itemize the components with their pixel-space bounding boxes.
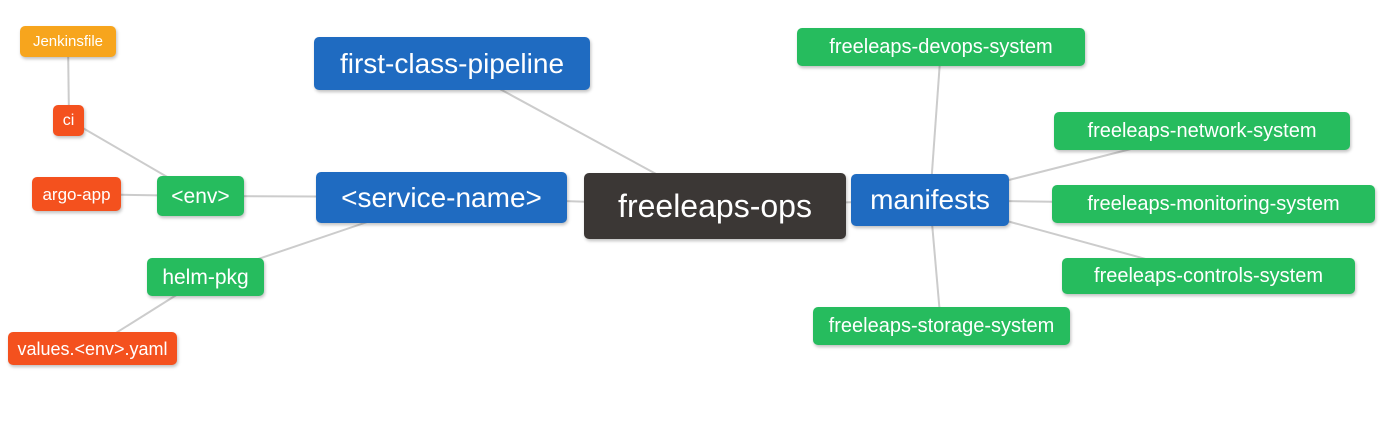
- node-jenkinsfile[interactable]: Jenkinsfile: [20, 26, 116, 57]
- node-freeleaps-monitoring-system[interactable]: freeleaps-monitoring-system: [1052, 185, 1375, 223]
- node-freeleaps-network-system[interactable]: freeleaps-network-system: [1054, 112, 1350, 150]
- node-freeleaps-ops[interactable]: freeleaps-ops: [584, 173, 846, 239]
- node-env[interactable]: <env>: [157, 176, 244, 216]
- node-ci[interactable]: ci: [53, 105, 84, 136]
- node-service-name[interactable]: <service-name>: [316, 172, 567, 223]
- node-manifests[interactable]: manifests: [851, 174, 1009, 226]
- node-freeleaps-storage-system[interactable]: freeleaps-storage-system: [813, 307, 1070, 345]
- node-helm-pkg[interactable]: helm-pkg: [147, 258, 264, 296]
- node-values-env-yaml[interactable]: values.<env>.yaml: [8, 332, 177, 365]
- node-freeleaps-controls-system[interactable]: freeleaps-controls-system: [1062, 258, 1355, 294]
- node-first-class-pipeline[interactable]: first-class-pipeline: [314, 37, 590, 90]
- node-argo-app[interactable]: argo-app: [32, 177, 121, 211]
- node-freeleaps-devops-system[interactable]: freeleaps-devops-system: [797, 28, 1085, 66]
